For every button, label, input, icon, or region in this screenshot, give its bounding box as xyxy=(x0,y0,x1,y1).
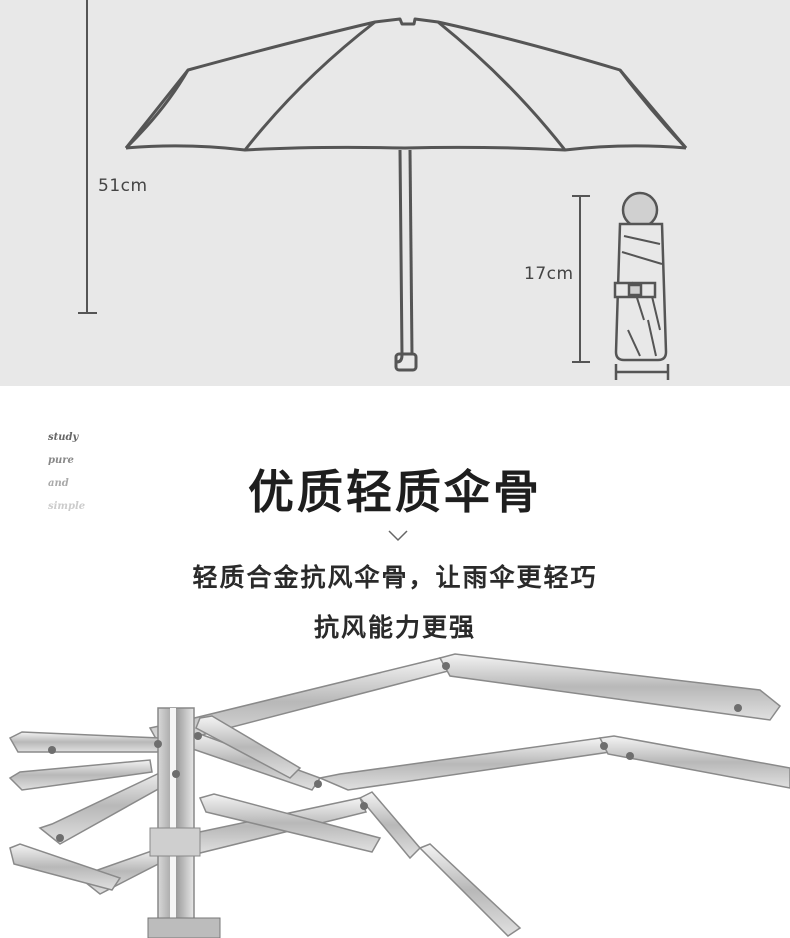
chevron-down-icon xyxy=(388,530,408,542)
side-word-simple: simple xyxy=(48,501,86,512)
umbrella-frame-photo xyxy=(0,648,790,938)
headline: 优质轻质伞骨 xyxy=(248,465,542,519)
subtext-line-1: 轻质合金抗风伞骨，让雨伞更轻巧 xyxy=(192,563,598,592)
dimension-diagram: 51cm 17cm xyxy=(0,0,790,386)
subtext-line-2: 抗风能力更强 xyxy=(313,613,476,642)
decorative-words: study pure and simple xyxy=(48,426,85,518)
umbrella-line-drawing xyxy=(78,0,688,380)
folded-height-label: 17cm xyxy=(524,264,574,284)
open-umbrella xyxy=(124,17,688,372)
feature-section: study pure and simple 优质轻质伞骨 轻质合金抗风伞骨，让雨… xyxy=(0,386,790,938)
side-word-pure: pure xyxy=(48,455,74,466)
open-height-label: 51cm xyxy=(98,176,148,196)
side-word-study: study xyxy=(48,432,79,443)
folded-height-marker xyxy=(572,195,590,363)
folded-umbrella xyxy=(613,191,670,380)
side-word-and: and xyxy=(48,478,69,489)
open-height-marker xyxy=(78,0,97,314)
